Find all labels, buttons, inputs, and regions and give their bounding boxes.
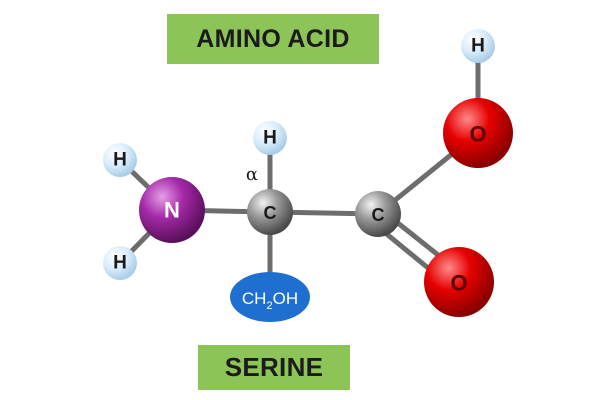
nitrogen-atom: N <box>139 177 205 243</box>
carbonyl-oxygen-atom: O <box>424 247 494 317</box>
side-chain-label: CH2OH <box>242 289 298 312</box>
hydroxyl-oxygen-label: O <box>469 122 486 147</box>
hydrogen-atom-nh-top: H <box>103 143 137 177</box>
carboxyl-carbon-atom: C <box>355 191 401 237</box>
nitrogen-label: N <box>164 198 180 223</box>
hydrogen-atom-alpha: H <box>253 121 287 155</box>
carbonyl-oxygen-label: O <box>450 271 467 296</box>
hydrogen-atom-nh-bottom: H <box>103 246 137 280</box>
hydrogen-label: H <box>113 253 127 274</box>
hydroxyl-oxygen-atom: O <box>443 98 513 168</box>
alpha-symbol: α <box>246 164 258 185</box>
title-label: AMINO ACID <box>167 14 379 64</box>
hydrogen-label: H <box>263 128 277 149</box>
side-chain-group: CH2OH <box>230 272 310 322</box>
hydrogen-label: H <box>471 36 485 57</box>
alpha-carbon-label: C <box>264 203 277 223</box>
alpha-carbon-atom: C <box>247 189 293 235</box>
hydrogen-label: H <box>113 150 127 171</box>
carboxyl-carbon-label: C <box>372 205 385 225</box>
molecule-name-label: SERINE <box>198 345 350 390</box>
bonds <box>117 43 481 299</box>
hydrogen-atom-hydroxyl: H <box>461 29 495 63</box>
